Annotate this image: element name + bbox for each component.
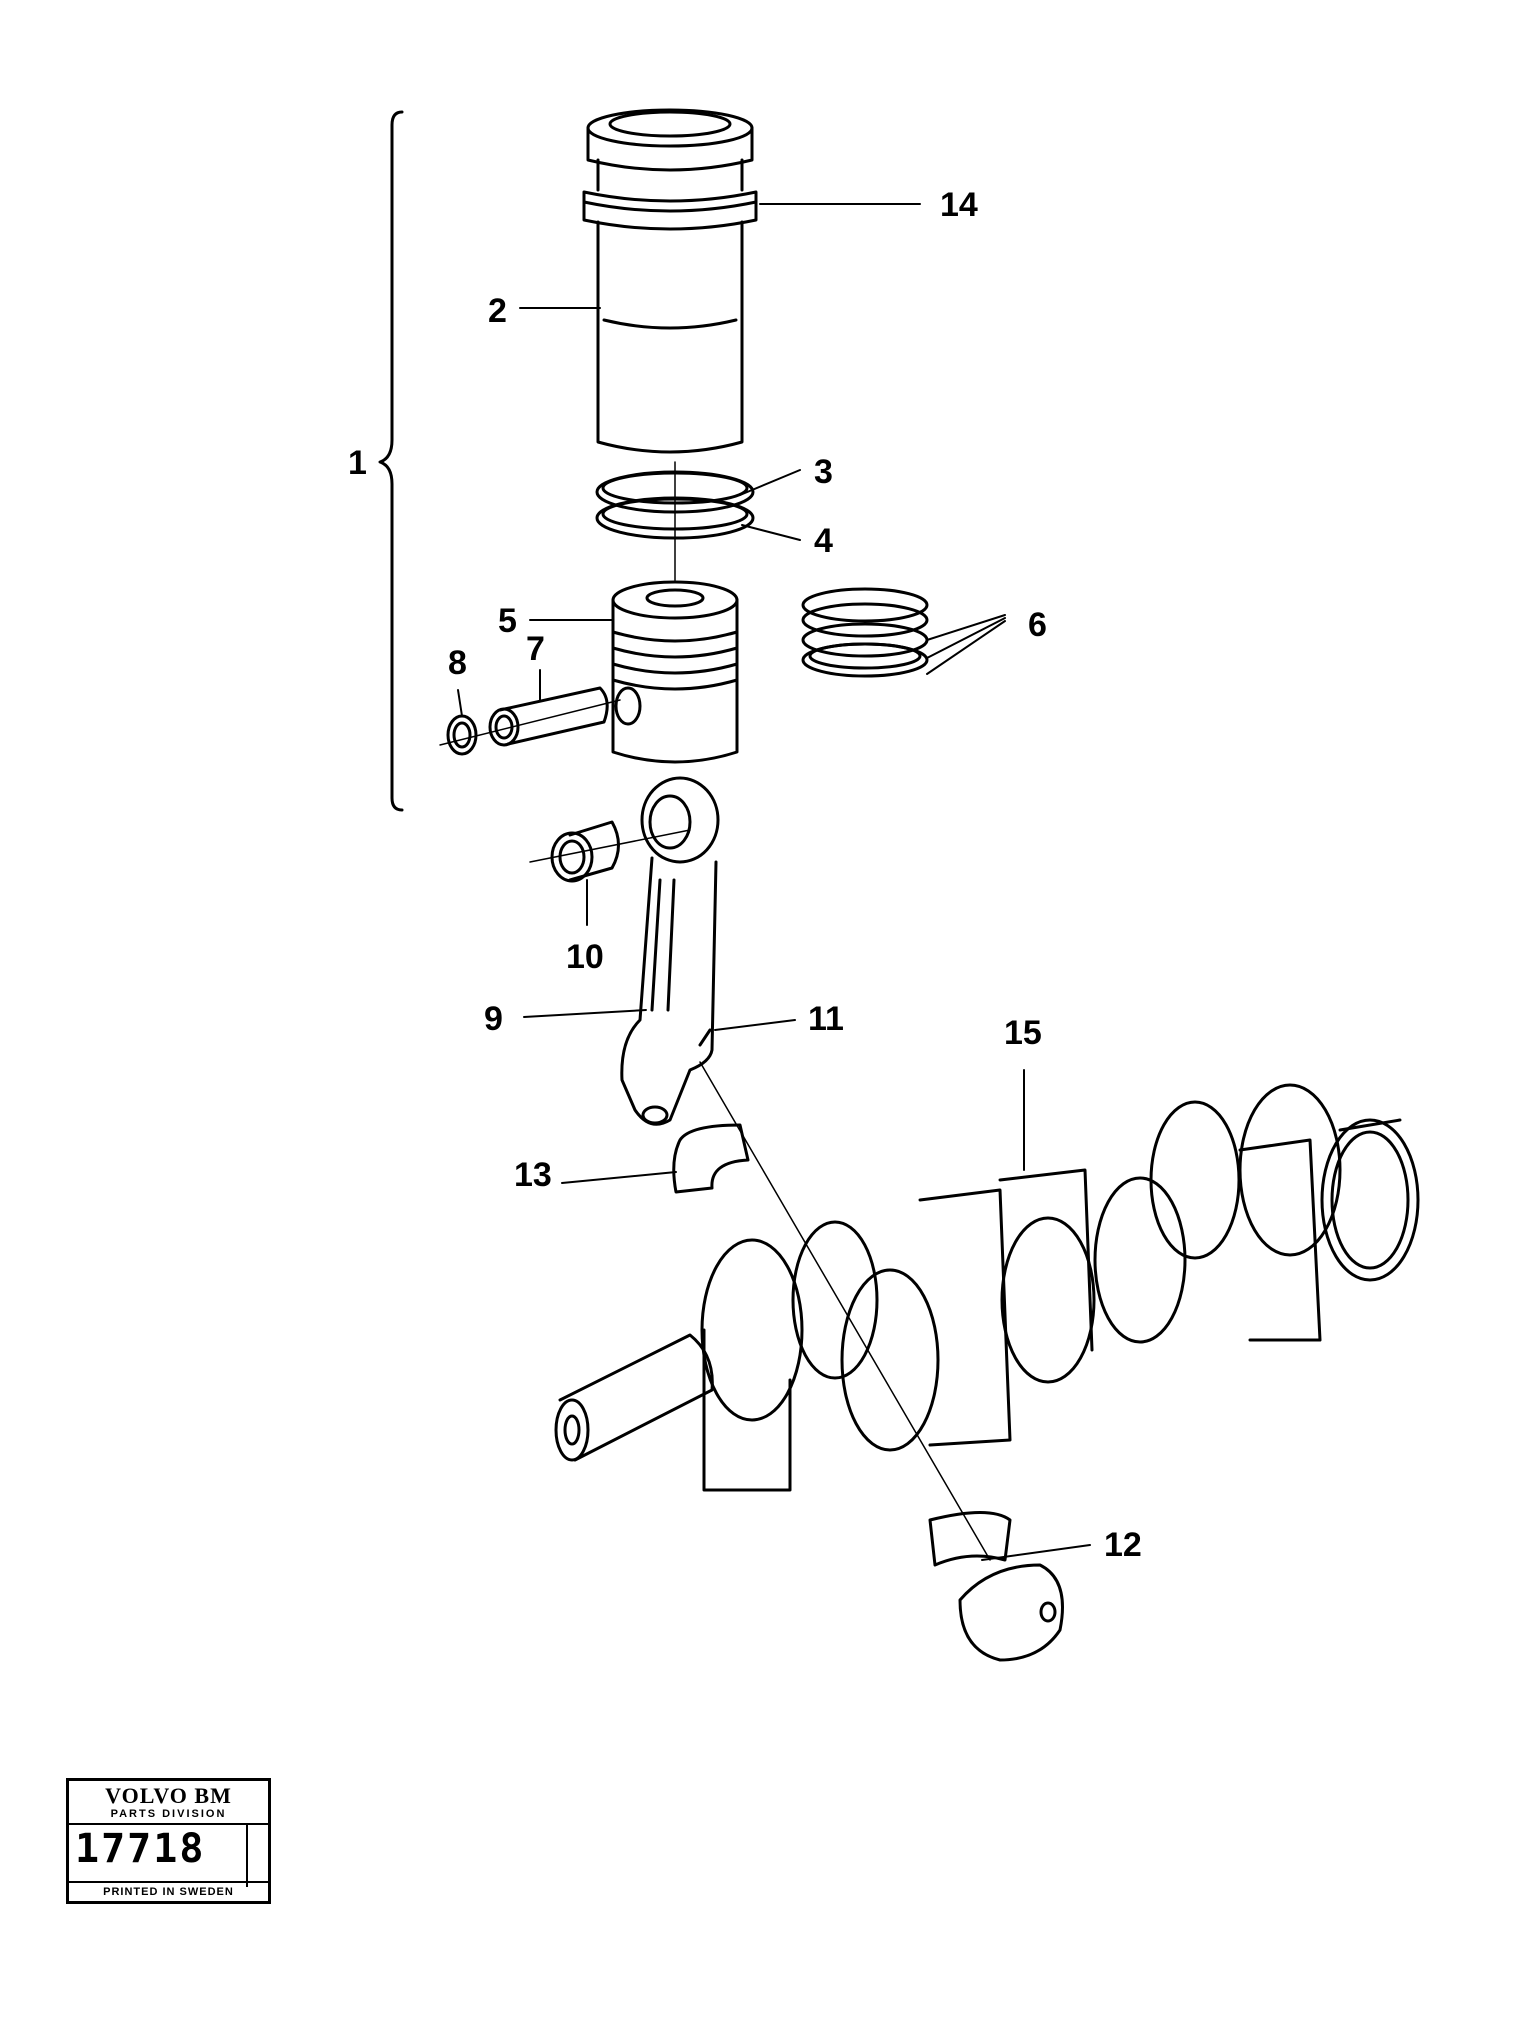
callout-6: 6 [1028,606,1047,644]
callout-15: 15 [1004,1014,1042,1052]
assembly-bracket [378,110,404,812]
stamp-side-box [246,1823,268,1887]
callout-10: 10 [566,938,604,976]
callout-3: 3 [814,453,833,491]
callout-7: 7 [526,630,545,668]
callout-4: 4 [814,522,833,560]
bush-axis-line [529,829,691,863]
leader-6a [926,614,1006,641]
cap-assembly-line [699,1061,991,1561]
crankshaft-part [554,1083,1420,1492]
piston-part [611,580,739,764]
connecting-rod-part [620,776,720,1126]
stamp-brand: VOLVO BM [105,1783,232,1808]
stamp-printed: PRINTED IN SWEDEN [69,1881,268,1901]
leader-4 [741,524,801,541]
pin-axis-line [439,699,621,746]
upper-bearing-shell-part [672,1123,750,1194]
leader-8 [457,689,463,717]
leader-9 [523,1009,647,1018]
leader-6b [926,617,1006,659]
gudgeon-pin-part [488,686,609,747]
bearing-cap-part [928,1511,1064,1662]
leader-11 [714,1019,796,1031]
stamp-division: PARTS DIVISION [110,1808,227,1820]
callout-13: 13 [514,1156,552,1194]
callout-11: 11 [808,1000,844,1038]
leader-13 [561,1171,677,1184]
leader-12 [981,1544,1091,1561]
leader-6c [926,620,1006,675]
piston-ring-set-part [801,587,929,678]
leader-3 [739,469,801,496]
callout-1: 1 [348,444,367,482]
circlip-part [446,714,478,756]
cylinder-liner-part [582,108,758,454]
callout-8: 8 [448,644,467,682]
callout-9: 9 [484,1000,503,1038]
callout-14: 14 [940,186,978,224]
callout-2: 2 [488,292,507,330]
stamp-number: 17718 [75,1826,206,1872]
stamp-divider [69,1823,268,1825]
volvo-bm-stamp: VOLVO BM PARTS DIVISION 17718 PRINTED IN… [66,1778,271,1904]
callout-5: 5 [498,602,517,640]
callout-12: 12 [1104,1526,1142,1564]
